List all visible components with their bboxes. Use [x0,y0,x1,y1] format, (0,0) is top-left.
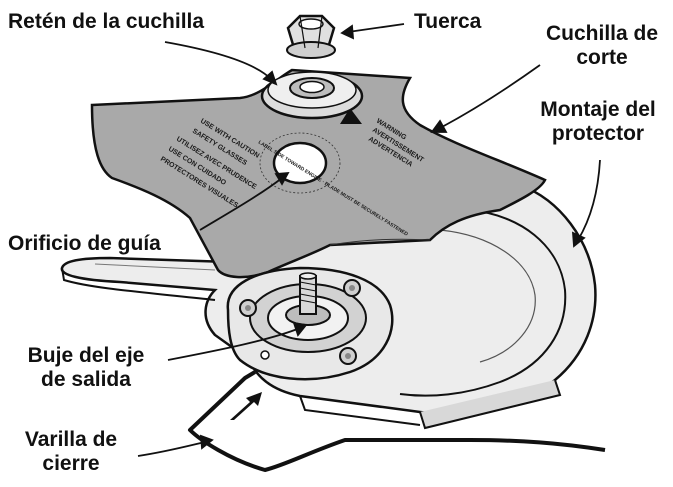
blade-retainer [260,71,364,120]
label-output-shaft-bushing: Buje del eje de salida [6,344,166,392]
label-lock-rod-line-1: Varilla de [24,428,118,451]
label-cutting-blade: Cuchilla de corte [538,22,666,70]
nut [286,14,336,59]
leader-lines [137,23,601,457]
guard-front-edge [299,395,421,426]
guard-rib [439,229,536,363]
label-cutting-blade-line-2: corte [576,46,628,69]
insert-arrow-icon [230,392,262,420]
label-guide-hole: Orificio de guía [8,232,161,255]
label-lock-rod-line-2: cierre [42,452,100,475]
label-blade-retainer: Retén de la cuchilla [8,10,205,33]
label-output-shaft-bushing-line-2: de salida [41,368,131,391]
label-guard-mount: Montaje del protector [530,98,666,146]
label-cutting-blade-line-1: Cuchilla de [545,22,659,45]
label-guard-mount-line-1: Montaje del [540,98,656,121]
label-lock-rod: Varilla de cierre [6,428,136,476]
warning-triangle-icon [340,108,362,124]
label-guard-mount-line-2: protector [551,122,645,145]
mount-bolt [343,279,361,297]
guard-lower-edge [419,379,562,430]
label-output-shaft-bushing-line-1: Buje del eje [27,344,145,367]
cutting-blade: WARNING AVERTISSEMENT ADVERTENCIA USE WI… [90,68,547,279]
guard-arm-line [94,263,216,271]
guard-inner-rim [399,209,567,397]
mount-bolt [339,347,357,365]
blade-center-marking: LABEL SIDE TOWARD ENGINE · BLADE MUST BE… [257,140,409,238]
output-shaft [285,272,331,326]
mount-bolt [239,299,257,317]
label-nut: Tuerca [414,10,482,33]
lock-rod [188,370,606,472]
guard-arm-edge [61,267,216,301]
